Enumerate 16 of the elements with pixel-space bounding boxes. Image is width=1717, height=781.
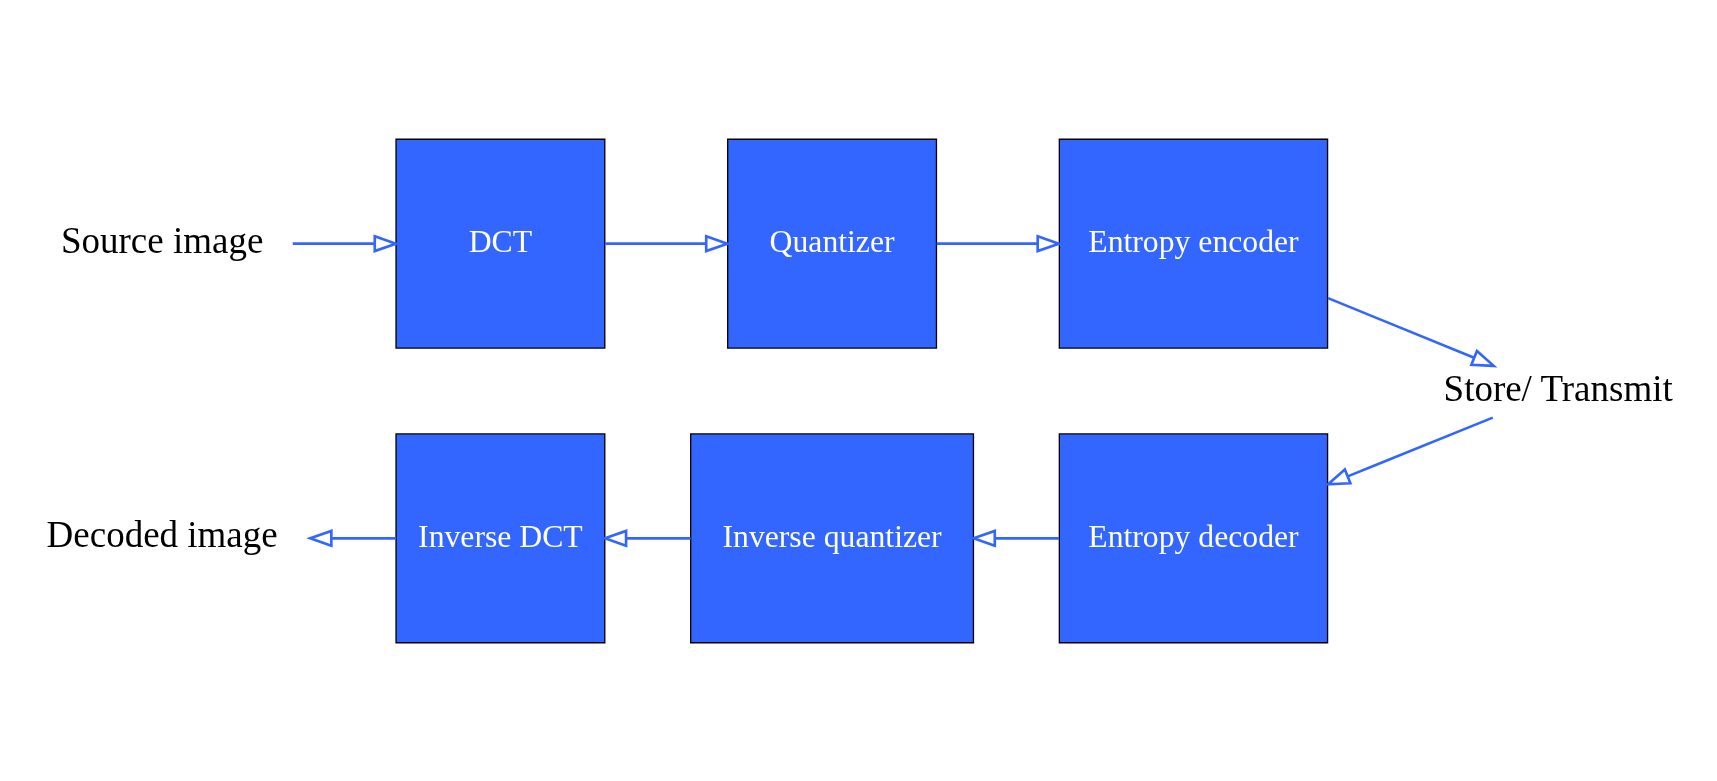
node-text: Decoded image — [46, 513, 278, 555]
node-box: Entropy decoder — [1058, 432, 1329, 643]
arrow — [936, 233, 1063, 253]
node-box: Inverse DCT — [395, 432, 606, 643]
node-text: Source image — [60, 219, 264, 261]
node-box: Quantizer — [727, 138, 938, 349]
arrow — [306, 528, 396, 548]
node-box: DCT — [395, 138, 606, 349]
node-box: Inverse quantizer — [690, 432, 975, 643]
node-text: Store/ Transmit — [1443, 367, 1673, 409]
arrow — [292, 233, 400, 253]
arrow — [1324, 415, 1494, 486]
arrow — [604, 233, 732, 253]
node-box: Entropy encoder — [1058, 138, 1329, 349]
arrow — [969, 528, 1060, 548]
arrow — [1327, 296, 1498, 367]
